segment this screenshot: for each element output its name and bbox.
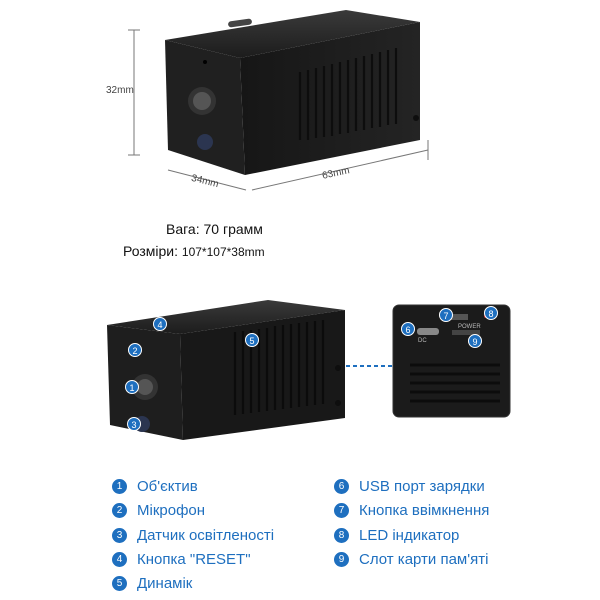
size-spec: Розміри: 107*107*38mm xyxy=(123,243,265,259)
height-dimension-label: 32mm xyxy=(106,85,134,96)
legend-text: USB порт зарядки xyxy=(359,477,485,495)
legend-item-speaker: 5 Динамік xyxy=(112,573,192,593)
legend-number: 1 xyxy=(112,478,127,494)
top-product-illustration xyxy=(128,10,429,191)
weight-label: Вага xyxy=(166,221,196,237)
legend-number: 9 xyxy=(334,551,349,567)
callout-badge-1: 1 xyxy=(125,380,139,394)
legend-item-memory-slot: 9 Слот карти пам'яті xyxy=(334,549,488,569)
legend-number: 6 xyxy=(334,478,349,494)
legend-item-lens: 1 Об'єктив xyxy=(112,476,198,496)
legend-number: 4 xyxy=(112,551,127,567)
legend-item-microphone: 2 Мікрофон xyxy=(112,500,205,520)
legend-text: Динамік xyxy=(137,574,193,592)
annotated-product-illustration xyxy=(107,300,511,440)
weight-value: 70 грамм xyxy=(203,221,263,237)
legend-number: 8 xyxy=(334,527,349,543)
legend-number: 3 xyxy=(112,527,127,543)
callout-badge-5: 5 xyxy=(245,333,259,347)
legend-number: 2 xyxy=(112,502,127,518)
legend-item-light-sensor: 3 Датчик освітленості xyxy=(112,525,274,545)
legend-text: Слот карти пам'яті xyxy=(359,550,489,568)
callout-badge-3: 3 xyxy=(127,417,141,431)
callout-badge-8: 8 xyxy=(484,306,498,320)
legend-item-power-button: 7 Кнопка ввімкнення xyxy=(334,500,489,520)
power-button-label: POWER xyxy=(458,324,481,330)
legend-item-reset-button: 4 Кнопка "RESET" xyxy=(112,549,251,569)
legend-text: Датчик освітленості xyxy=(137,526,275,544)
legend-text: Кнопка ввімкнення xyxy=(359,501,490,519)
legend-number: 5 xyxy=(112,575,127,591)
legend-text: Кнопка "RESET" xyxy=(137,550,251,568)
legend-item-led: 8 LED індикатор xyxy=(334,525,459,545)
size-label: Розміри xyxy=(123,243,175,259)
legend-text: Об'єктив xyxy=(137,477,198,495)
legend-text: LED індикатор xyxy=(359,526,460,544)
callout-badge-9: 9 xyxy=(468,334,482,348)
legend-number: 7 xyxy=(334,502,349,518)
callout-badge-2: 2 xyxy=(128,343,142,357)
size-value: 107*107*38mm xyxy=(181,245,265,259)
dc-port-label: DC xyxy=(418,338,427,344)
callout-badge-7: 7 xyxy=(439,308,453,322)
callout-badge-6: 6 xyxy=(401,322,415,336)
legend-item-usb-port: 6 USB порт зарядки xyxy=(334,476,485,496)
callout-badge-4: 4 xyxy=(153,317,167,331)
weight-spec: Вага: 70 грамм xyxy=(166,221,263,237)
legend-text: Мікрофон xyxy=(137,501,206,519)
